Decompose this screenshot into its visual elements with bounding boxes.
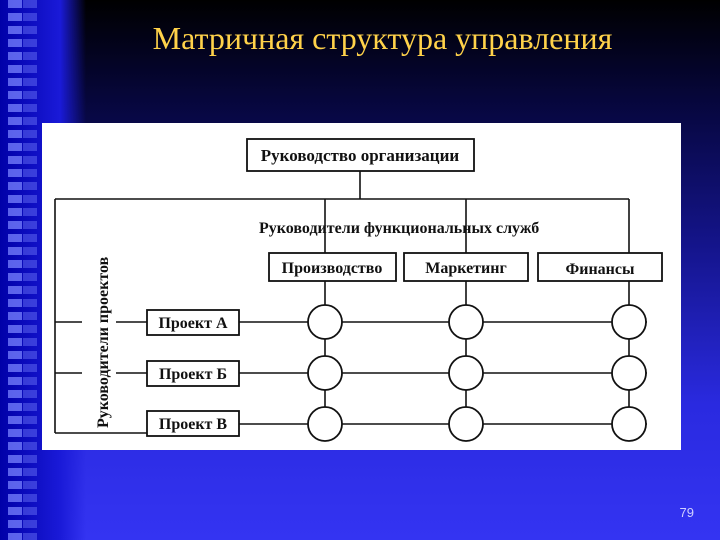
functional-managers-heading: Руководители функциональных служб [259,220,539,237]
matrix-intersection-node [448,355,484,391]
top-management-label: Руководство организации [261,146,460,165]
slide-title: Матричная структура управления [152,20,613,56]
matrix-intersection-node [307,304,343,340]
project-label-b: Проект Б [159,366,227,383]
decorative-square-column [23,0,37,540]
project-managers-heading: Руководители проектов [95,256,112,428]
matrix-intersection-node [307,406,343,442]
department-box-production [268,252,397,282]
matrix-structure-diagram: Руководство организации Руководители фун… [42,123,681,450]
department-box-finance [537,252,663,282]
department-label-finance: Финансы [566,261,636,278]
department-label-marketing: Маркетинг [425,260,506,277]
department-box-marketing [403,252,529,282]
decorative-square-column [8,0,22,540]
matrix-intersection-node [448,406,484,442]
top-management-box [246,138,475,172]
matrix-intersection-node [611,406,647,442]
project-box-c [146,410,240,437]
matrix-intersection-node [448,304,484,340]
project-label-a: Проект А [158,315,228,332]
slide-number: 79 [679,505,694,520]
department-label-production: Производство [282,260,383,277]
diagram-canvas: Руководство организации Руководители фун… [54,138,663,442]
matrix-intersection-node [307,355,343,391]
project-box-b [146,360,240,387]
matrix-intersection-node [611,355,647,391]
project-label-c: Проект В [159,416,228,433]
matrix-intersection-node [611,304,647,340]
project-box-a [146,309,240,336]
